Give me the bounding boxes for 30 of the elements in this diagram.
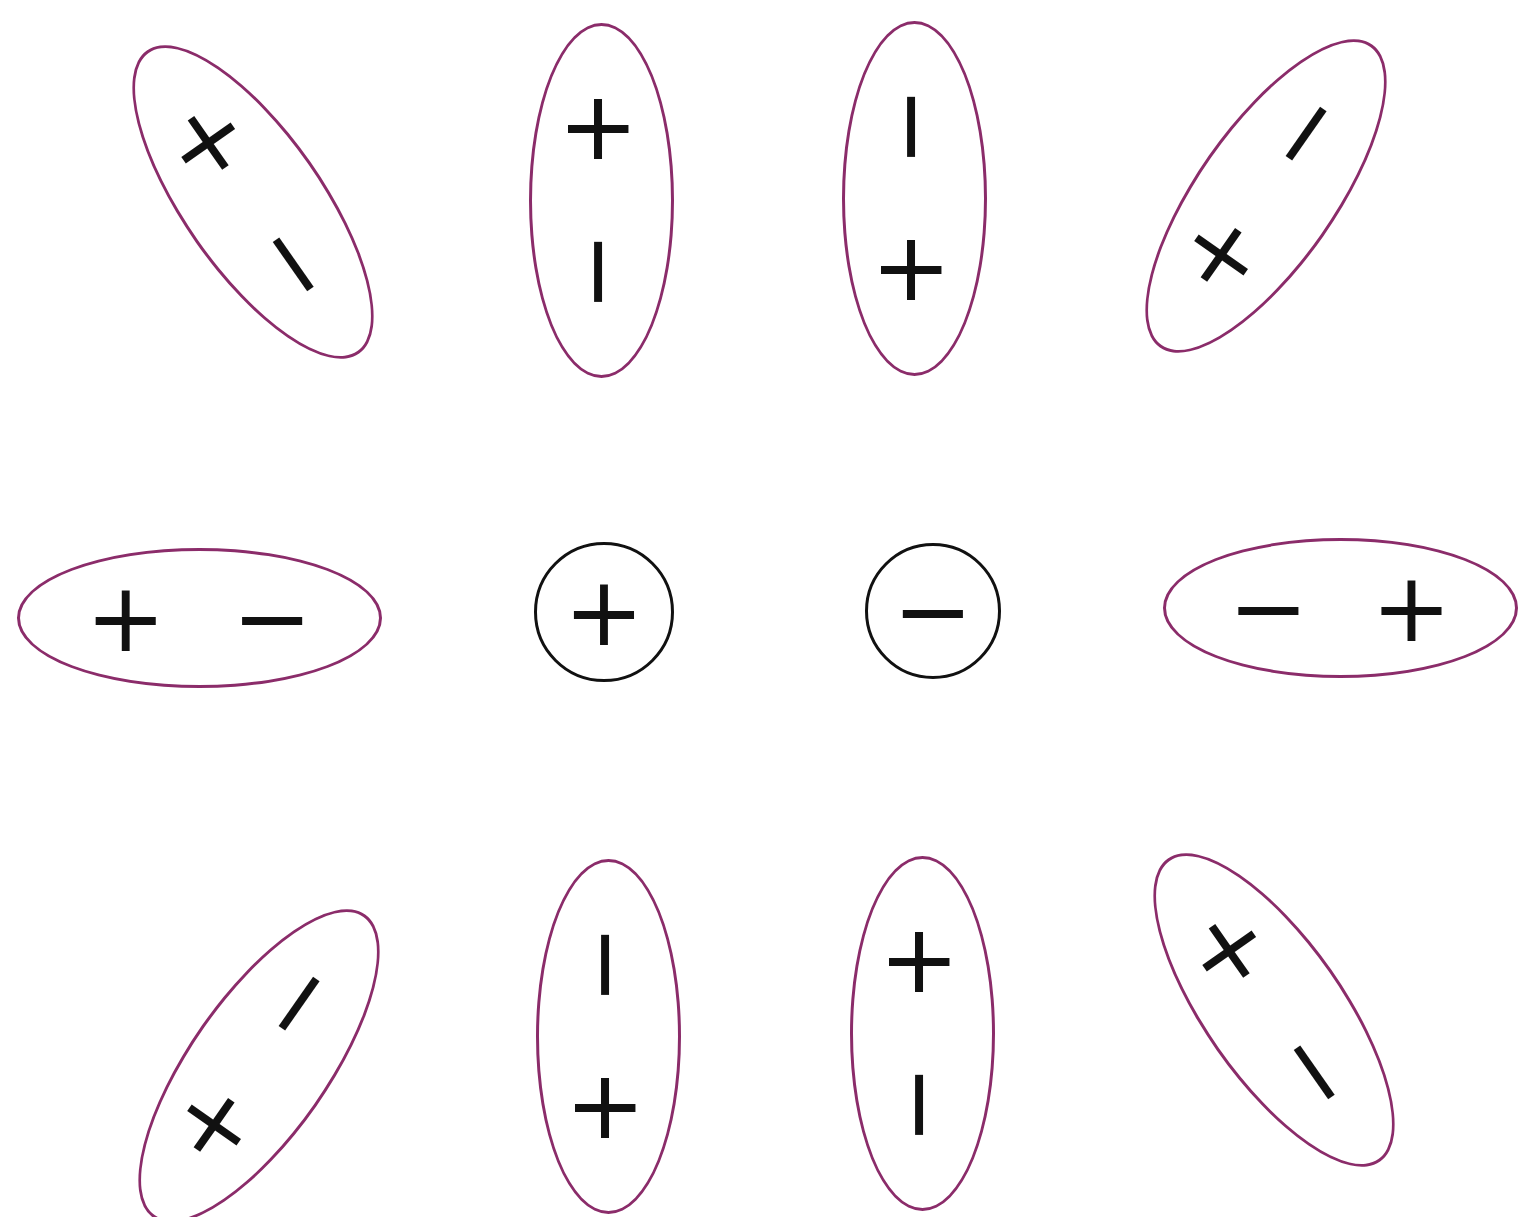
- charge-sign: +: [154, 1066, 279, 1188]
- charge-sign: +: [1161, 196, 1286, 318]
- charge-sign: +: [1169, 888, 1294, 1010]
- dipole-ellipse: [528, 22, 674, 378]
- charge-sign: −: [874, 1064, 970, 1145]
- charge-sign: −: [232, 570, 313, 666]
- charge-sign: +: [874, 921, 970, 1002]
- charge-sign: −: [553, 231, 649, 312]
- charge-circle: [865, 543, 1001, 679]
- charge-circle: [534, 542, 674, 682]
- charge-sign: −: [1228, 560, 1309, 656]
- charge-sign: +: [560, 1067, 656, 1148]
- dipole-ellipse: [841, 20, 987, 376]
- charge-sign: +: [866, 229, 962, 310]
- charge-sign: +: [563, 564, 645, 660]
- charge-sign: −: [239, 944, 364, 1066]
- charge-sign: −: [560, 924, 656, 1005]
- charge-sign: +: [148, 80, 273, 202]
- dipole-ellipse: [849, 855, 995, 1211]
- charge-sign: −: [892, 563, 974, 659]
- charge-sign: −: [233, 202, 358, 324]
- charge-sign: −: [1254, 1010, 1379, 1132]
- charge-sign: −: [866, 86, 962, 167]
- charge-sign: +: [1371, 560, 1452, 656]
- dipole-ellipse: [535, 858, 681, 1214]
- dipole-ellipse: [1162, 538, 1518, 678]
- charge-sign: −: [1246, 74, 1371, 196]
- charge-sign: +: [553, 88, 649, 169]
- dipole-ellipse: [16, 548, 382, 688]
- charge-sign: +: [85, 570, 166, 666]
